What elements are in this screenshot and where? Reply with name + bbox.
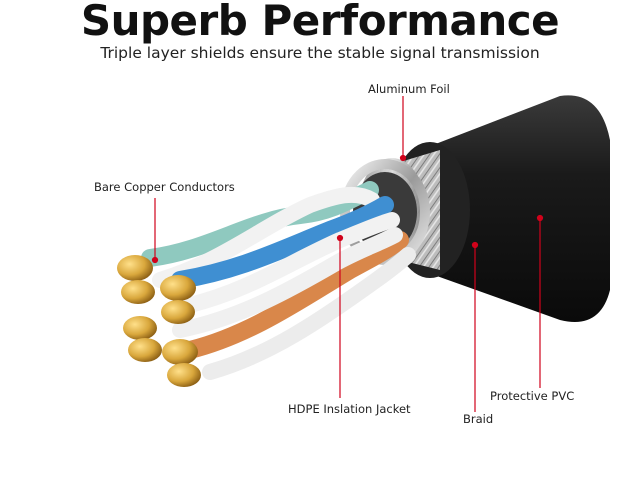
outer-jacket xyxy=(420,95,610,322)
pair-blue xyxy=(171,196,394,289)
label-protective-pvc: Protective PVC xyxy=(490,389,575,403)
callouts xyxy=(151,96,544,412)
label-bare-copper-conductors: Bare Copper Conductors xyxy=(94,180,235,194)
label-braid: Braid xyxy=(463,412,494,426)
copper-conductors xyxy=(117,255,201,387)
page-title: Superb Performance xyxy=(80,0,560,45)
pair-orange xyxy=(181,231,409,359)
pair-white-4 xyxy=(202,247,416,380)
page-subtitle: Triple layer shields ensure the stable s… xyxy=(100,44,540,62)
pair-white-1 xyxy=(152,186,380,288)
pair-white-2 xyxy=(182,212,400,313)
label-aluminum-foil: Aluminum Foil xyxy=(368,82,450,96)
label-hdpe-jacket: HDPE Inslation Jacket xyxy=(288,402,411,416)
pair-white-3 xyxy=(172,227,403,338)
